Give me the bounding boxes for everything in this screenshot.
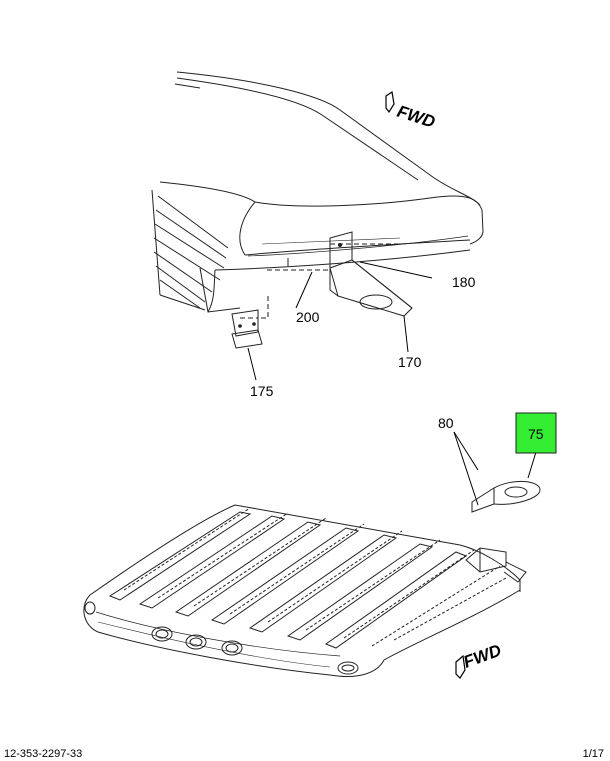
page-indicator: 1/17 xyxy=(582,748,604,760)
callout-180: 180 xyxy=(452,274,476,290)
fwd-indicator-bottom: FWD xyxy=(455,641,504,679)
callout-175: 175 xyxy=(250,383,274,399)
callout-200: 200 xyxy=(296,309,320,325)
fwd-indicator-top: FWD xyxy=(385,90,438,132)
fwd-label-top: FWD xyxy=(395,102,438,132)
callout-75-highlight[interactable]: 75 xyxy=(515,412,557,454)
leader-lines xyxy=(247,261,537,506)
document-number: 12-353-2297-33 xyxy=(4,748,83,760)
callout-75: 75 xyxy=(528,426,544,442)
callout-170: 170 xyxy=(398,354,422,370)
roof-cap-assembly xyxy=(151,71,484,349)
callout-80: 80 xyxy=(438,415,454,431)
fwd-label-bottom: FWD xyxy=(461,641,504,672)
floor-panel-assembly xyxy=(83,481,541,677)
